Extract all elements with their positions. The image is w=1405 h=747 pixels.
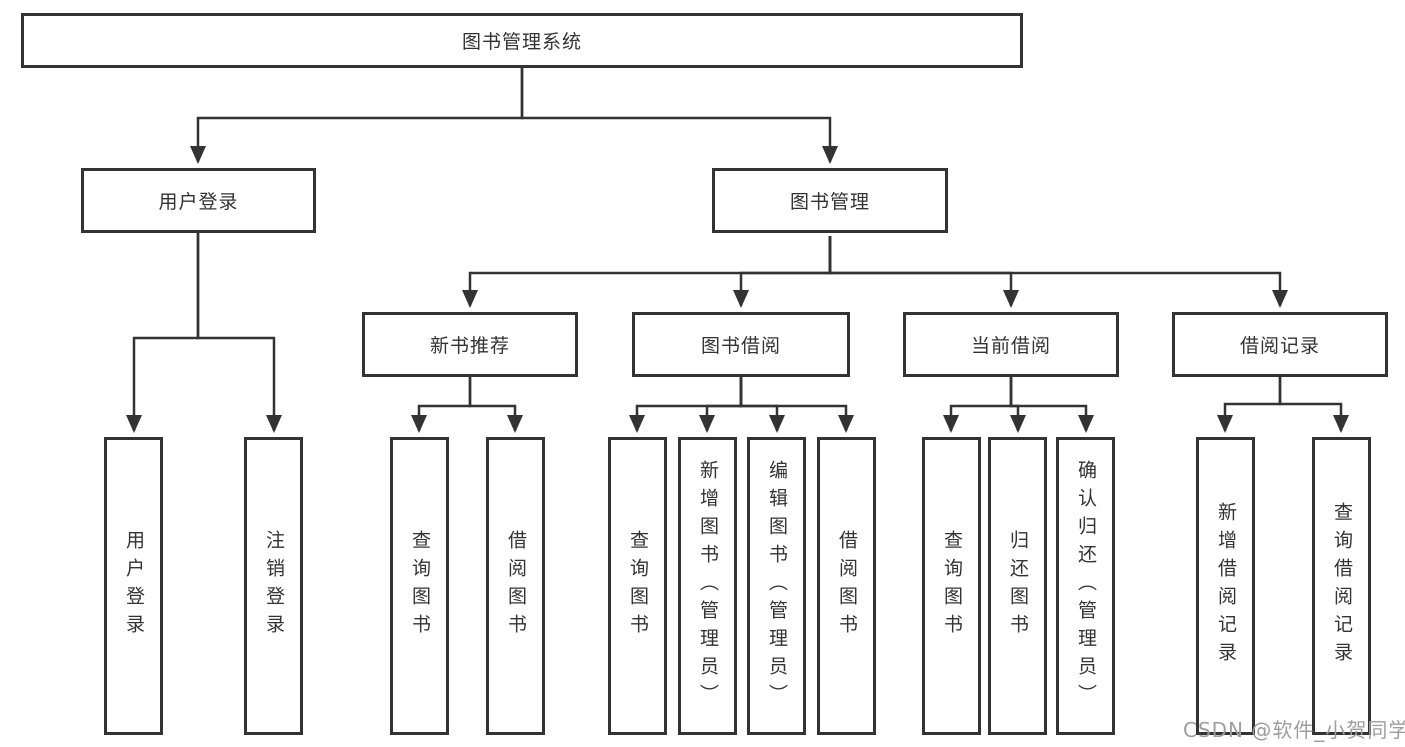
leaf-label: 查询图书 xyxy=(409,530,431,642)
node-new-book-recommend: 新书推荐 xyxy=(362,312,578,377)
leaf-query-books-recommend: 查询图书 xyxy=(390,437,449,735)
node-current-borrow: 当前借阅 xyxy=(903,312,1119,377)
csdn-watermark: CSDN @软件_小贺同学 xyxy=(1183,718,1405,742)
leaf-label: 查询图书 xyxy=(941,530,963,642)
leaf-label: 归还图书 xyxy=(1007,530,1029,642)
leaf-label: 借阅图书 xyxy=(505,530,527,642)
leaf-confirm-return-admin: 确认归还（管理员） xyxy=(1056,437,1115,735)
node-borrow-records: 借阅记录 xyxy=(1172,312,1388,377)
leaf-query-borrow-record: 查询借阅记录 xyxy=(1312,437,1371,735)
leaf-label: 用户登录 xyxy=(123,530,145,642)
node-book-borrow: 图书借阅 xyxy=(632,312,850,377)
leaf-label: 查询图书 xyxy=(627,530,649,642)
leaf-label: 新增借阅记录 xyxy=(1215,502,1237,670)
leaf-label: 编辑图书（管理员） xyxy=(766,460,788,712)
leaf-borrow-books-recommend: 借阅图书 xyxy=(486,437,545,735)
node-book-management-branch: 图书管理 xyxy=(712,168,948,233)
leaf-logout: 注销登录 xyxy=(244,437,303,735)
leaf-add-books-admin: 新增图书（管理员） xyxy=(678,437,737,735)
node-root-system: 图书管理系统 xyxy=(21,13,1023,68)
leaf-label: 查询借阅记录 xyxy=(1331,502,1353,670)
leaf-label: 借阅图书 xyxy=(836,530,858,642)
leaf-borrow-books: 借阅图书 xyxy=(817,437,876,735)
leaf-query-books-borrow: 查询图书 xyxy=(608,437,667,735)
leaf-label: 注销登录 xyxy=(263,530,285,642)
leaf-query-books-current: 查询图书 xyxy=(922,437,981,735)
leaf-label: 新增图书（管理员） xyxy=(697,460,719,712)
node-user-login-branch: 用户登录 xyxy=(81,168,316,233)
leaf-user-login: 用户登录 xyxy=(104,437,163,735)
leaf-label: 确认归还（管理员） xyxy=(1075,460,1097,712)
leaf-edit-books-admin: 编辑图书（管理员） xyxy=(747,437,806,735)
leaf-add-borrow-record: 新增借阅记录 xyxy=(1196,437,1255,735)
leaf-return-books: 归还图书 xyxy=(988,437,1047,735)
